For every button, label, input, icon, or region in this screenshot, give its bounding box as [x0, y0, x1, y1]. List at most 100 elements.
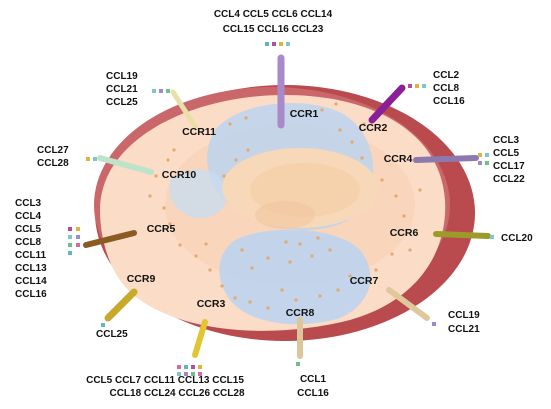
ccr2-ligand-label: CCL16: [433, 96, 465, 107]
ccr11-ligand-label: CCL19: [106, 71, 138, 82]
ccr7-ligand-dot: [432, 322, 436, 326]
ccr3-ligand-label: CCL5 CCL7 CCL11 CCL13 CCL15: [86, 375, 244, 386]
ccr11-ligand-dot: [166, 89, 170, 93]
granule: [208, 268, 212, 272]
ccr1-ligand-dot: [286, 42, 290, 46]
granule: [148, 194, 152, 198]
ccr5-ligand-dot: [68, 227, 72, 231]
ccr8-label: CCR8: [286, 307, 315, 319]
granule: [316, 236, 320, 240]
ccr6-ligand-label: CCL20: [501, 233, 533, 244]
ccr2-ligand-label: CCL8: [433, 83, 460, 94]
ccr1-ligand-dot: [272, 42, 276, 46]
ccr3-ligand-dot: [177, 365, 181, 369]
ccr3-ligand-dot: [191, 365, 195, 369]
ccr2-ligand-dot: [422, 84, 426, 88]
ccr2-label: CCR2: [359, 122, 388, 134]
granule: [298, 242, 302, 246]
ccr5-ligand-dot: [68, 243, 72, 247]
ccr4-ligand-label: CCL5: [493, 148, 520, 159]
ccr1-ligand-label: CCL15 CCL16 CCL23: [223, 24, 324, 35]
ccr2-stem: [368, 84, 406, 124]
granule: [408, 248, 412, 252]
ccr6-label: CCR6: [390, 227, 419, 239]
ccr2-ligand-dot: [415, 84, 419, 88]
granule: [166, 158, 170, 162]
ccr11-ligand-label: CCL25: [106, 97, 138, 108]
granule: [194, 254, 198, 258]
granule: [320, 108, 324, 112]
ccr7-label: CCR7: [350, 275, 379, 287]
granule: [310, 254, 314, 258]
granule: [318, 294, 322, 298]
granule: [348, 274, 352, 278]
granule: [328, 248, 332, 252]
ccr5-ligand-label: CCL5: [15, 224, 42, 235]
granule: [266, 256, 270, 260]
cell-body: [94, 85, 475, 341]
ccr4-ligand-label: CCL17: [493, 161, 525, 172]
ccr9-label: CCR9: [127, 273, 156, 285]
ccr3-ligand-dot: [177, 372, 181, 376]
granule: [374, 268, 378, 272]
ccr9-ligand-label: CCL25: [96, 329, 128, 340]
nucleolus: [255, 201, 315, 229]
ccr2-ligand-dot: [408, 84, 412, 88]
ccr4-ligand-dot: [478, 153, 482, 157]
granule: [244, 116, 248, 120]
granule: [336, 288, 340, 292]
ccr5-ligand-label: CCL8: [15, 237, 42, 248]
ccr10-label: CCR10: [162, 169, 197, 181]
ccr3-stem: [192, 319, 208, 358]
ccr4-ligand-dot: [478, 161, 482, 165]
ccr4-label: CCR4: [384, 153, 413, 165]
ccr6-stem: [433, 231, 491, 239]
ccr8-ligand-label: CCL16: [297, 388, 329, 399]
ccr4-ligand-label: CCL3: [493, 135, 520, 146]
ccr3-ligand-dot: [198, 365, 202, 369]
ccr3-ligand-dot: [191, 372, 195, 376]
granule: [360, 156, 364, 160]
ccr11-stem: [170, 89, 199, 131]
granule: [380, 178, 384, 182]
granule: [154, 174, 158, 178]
ccr8-ligand-label: CCL1: [300, 374, 327, 385]
granule: [204, 242, 208, 246]
ccr5-stem: [83, 230, 137, 248]
ccr10-ligand-dot: [93, 157, 97, 161]
granule: [288, 260, 292, 264]
ccr3-ligand-label: CCL18 CCL24 CCL26 CCL28: [109, 388, 244, 399]
granule: [172, 148, 176, 152]
ccr5-ligand-dot: [76, 243, 80, 247]
cytoplasm-region-left: [169, 169, 228, 219]
granule: [294, 298, 298, 302]
granule: [248, 300, 252, 304]
ccr2-ligand-label: CCL2: [433, 70, 460, 81]
ccr10-ligand-dot: [86, 157, 90, 161]
granule: [222, 174, 226, 178]
ccr7-ligand-label: CCL19: [448, 310, 480, 321]
granule: [266, 306, 270, 310]
ccr1-ligand-dot: [279, 42, 283, 46]
ccr5-ligand-label: CCL11: [15, 250, 47, 261]
granule: [250, 266, 254, 270]
ccr5-ligand-label: CCL16: [15, 289, 47, 300]
ccr11-label: CCR11: [182, 126, 216, 138]
ccr4-stem: [413, 155, 479, 163]
ccr8-ligand-dot: [296, 362, 300, 366]
granule: [394, 194, 398, 198]
ccr1-ligand-dot: [265, 42, 269, 46]
ccr7-ligand-label: CCL21: [448, 324, 480, 335]
granule: [418, 188, 422, 192]
